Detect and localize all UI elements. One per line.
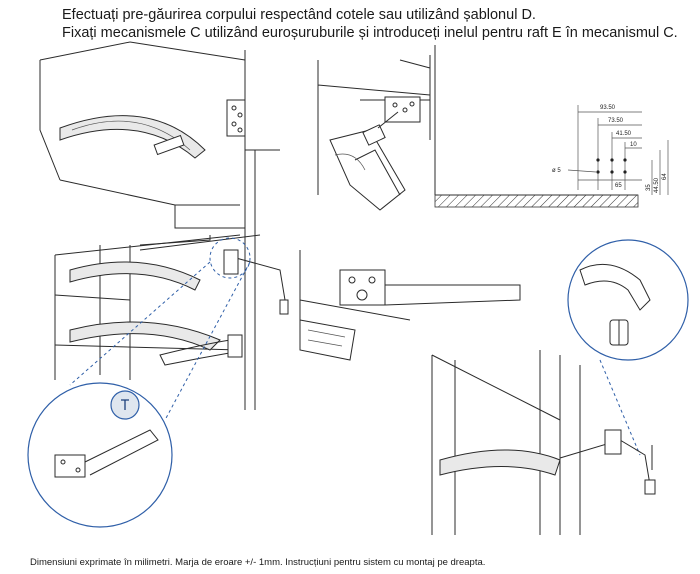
panel-drill <box>317 55 431 211</box>
detail-circle <box>567 239 689 361</box>
panel-bottom-left-detail <box>27 382 173 528</box>
dim-hole-diameter: ø 5 <box>552 168 561 174</box>
panel-dimensions: 93.50 73.50 41.50 10 65 35 44.50 64 ø 5 <box>434 45 669 208</box>
instruction-line-1: Efectuați pre-găurirea corpului respectâ… <box>62 7 536 23</box>
dim-41-50: 41.50 <box>616 131 632 137</box>
instruction-line-2: Fixați mecanismele C utilizând euroșurub… <box>62 25 678 41</box>
panel-bottom-right <box>431 350 656 535</box>
footer-note: Dimensiuni exprimate în milimetri. Marja… <box>30 557 486 568</box>
panel-mechanism-closeup <box>299 250 521 361</box>
dim-65: 65 <box>615 183 622 189</box>
lower-shelf-arc <box>69 321 221 351</box>
dim-10: 10 <box>630 142 637 148</box>
dim-64: 64 <box>662 173 668 180</box>
dim-73-50: 73.50 <box>608 118 624 124</box>
drill-body-icon <box>329 129 406 211</box>
mechanism-plate <box>226 99 246 137</box>
dim-44-50: 44.50 <box>654 177 660 193</box>
panel-middle-left <box>54 234 289 421</box>
instructions-heading: Efectuați pre-găurirea corpului respectâ… <box>62 6 678 42</box>
drawer-front <box>299 319 356 361</box>
panel-top-left <box>39 41 280 250</box>
mechanism-rod-upper <box>224 254 286 301</box>
shelf-arc <box>59 115 206 159</box>
dim-35: 35 <box>646 184 652 191</box>
upper-shelf-arc <box>69 261 201 291</box>
corner-shelf-arc <box>439 449 561 476</box>
floor-hatch <box>434 194 639 208</box>
panel-round-detail <box>567 239 689 456</box>
mechanism-housing <box>339 269 386 306</box>
dim-93-50: 93.50 <box>600 105 616 111</box>
detail-callout-circle <box>209 237 251 279</box>
